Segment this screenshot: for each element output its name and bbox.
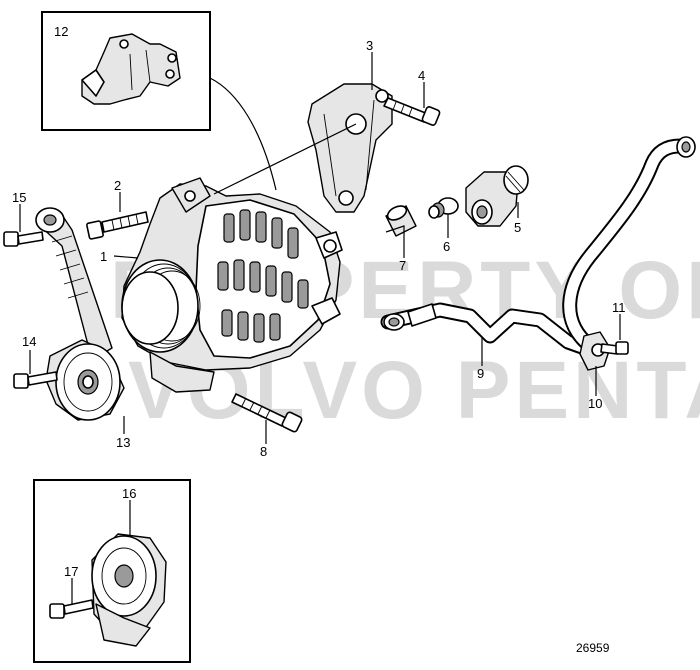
bolt-17 — [49, 599, 94, 619]
inset-box-bracket — [41, 11, 277, 191]
callout-4: 4 — [418, 68, 425, 83]
callout-2: 2 — [114, 178, 121, 193]
alternate-tensioner-pulley-16 — [91, 533, 167, 647]
connector-7 — [385, 205, 417, 237]
nipple-6 — [428, 197, 459, 219]
bolt-14 — [13, 371, 58, 389]
callout-7: 7 — [399, 258, 406, 273]
callout-12: 12 — [54, 24, 68, 39]
clamp-10 — [579, 331, 611, 371]
callout-3: 3 — [366, 38, 373, 53]
oil-pipe-9 — [380, 302, 604, 360]
leader-lines — [19, 52, 621, 604]
callout-8: 8 — [260, 444, 267, 459]
callout-6: 6 — [443, 239, 450, 254]
inset-box-tensioner — [33, 479, 191, 663]
tensioner-15 — [35, 207, 113, 361]
bolt-11 — [600, 341, 629, 355]
callout-11: 11 — [612, 300, 626, 315]
callout-14: 14 — [22, 334, 36, 349]
drawing-number: 26959 — [576, 641, 610, 655]
callout-1: 1 — [100, 249, 107, 264]
callout-15: 15 — [12, 190, 26, 205]
callout-9: 9 — [477, 366, 484, 381]
tensioner-pulley-13 — [45, 339, 125, 421]
bolt-4 — [383, 97, 441, 126]
alternator-pulley — [121, 259, 201, 353]
alternator-cooling-fins — [217, 209, 309, 343]
callout-5: 5 — [514, 220, 521, 235]
bolt-15 — [3, 231, 44, 247]
return-pipe — [562, 136, 696, 354]
alternator — [121, 177, 343, 393]
callout-17: 17 — [64, 564, 78, 579]
bracket-detail — [81, 33, 181, 105]
callout-10: 10 — [588, 396, 602, 411]
bolt-2 — [86, 211, 149, 240]
callout-13: 13 — [116, 435, 130, 450]
bracket-3 — [213, 83, 393, 213]
callout-16: 16 — [122, 486, 136, 501]
elbow-fitting-5 — [465, 165, 529, 227]
callout-numbers: 1 2 3 4 5 6 7 8 9 10 11 12 13 14 15 16 1… — [12, 24, 626, 579]
bolt-8 — [231, 393, 303, 433]
